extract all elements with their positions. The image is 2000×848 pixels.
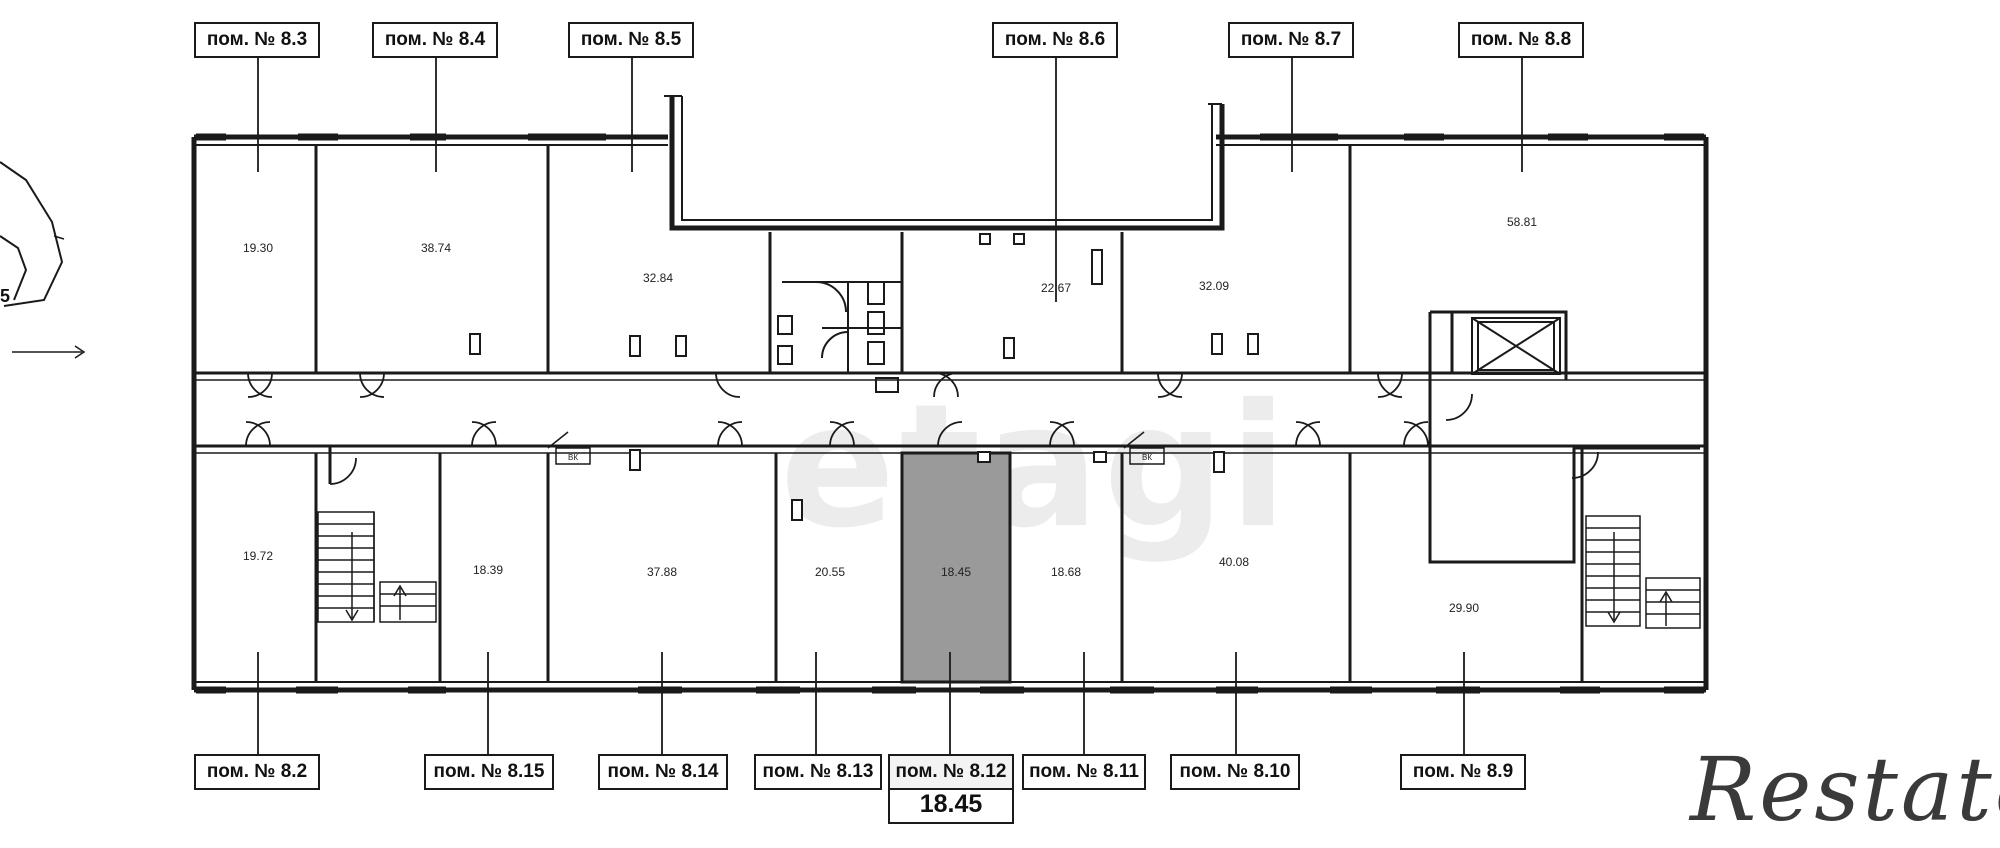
room-label-8-2[interactable]: пом. № 8.2 [194, 754, 320, 790]
room-label-8-13[interactable]: пом. № 8.13 [754, 754, 882, 790]
room-area-8-10: 40.08 [1219, 555, 1249, 569]
room-area-8-2: 19.72 [243, 549, 273, 563]
vk-shaft-label: ВК [1142, 453, 1152, 462]
room-label-8-4[interactable]: пом. № 8.4 [372, 22, 498, 58]
key-plan-label: 5 [0, 286, 11, 306]
room-label-8-6[interactable]: пом. № 8.6 [992, 22, 1118, 58]
wc-block [777, 281, 902, 393]
selected-room-8-12 [900, 451, 1012, 684]
room-label-8-8[interactable]: пом. № 8.8 [1458, 22, 1584, 58]
room-area-8-6: 22.67 [1041, 281, 1071, 295]
room-area-8-12: 18.45 [941, 565, 971, 579]
stairs-left [317, 446, 437, 623]
vk-shaft-label: ВК [568, 453, 578, 462]
room-area-8-15: 18.39 [473, 563, 503, 577]
room-area-8-11: 18.68 [1051, 565, 1081, 579]
elevator-shaft [1471, 317, 1561, 375]
room-label-8-14[interactable]: пом. № 8.14 [598, 754, 728, 790]
room-label-8-15[interactable]: пом. № 8.15 [424, 754, 554, 790]
key-plan [0, 161, 86, 359]
room-label-8-11[interactable]: пом. № 8.11 [1022, 754, 1146, 790]
room-area-8-7: 32.09 [1199, 279, 1229, 293]
room-label-8-9[interactable]: пом. № 8.9 [1400, 754, 1526, 790]
stairs-right [1585, 515, 1701, 629]
background-watermark: etagi [780, 368, 1292, 566]
room-area-8-8: 58.81 [1507, 215, 1537, 229]
windows [196, 133, 1704, 694]
brand-watermark: Restate [1690, 738, 2000, 841]
room-label-8-12[interactable]: пом. № 8.12 [888, 754, 1014, 790]
room-area-8-3: 19.30 [243, 241, 273, 255]
room-area-8-5: 32.84 [643, 271, 673, 285]
doors [245, 372, 1599, 485]
room-area-8-9: 29.90 [1449, 601, 1479, 615]
columns [469, 233, 1259, 521]
room-label-8-3[interactable]: пом. № 8.3 [194, 22, 320, 58]
room-area-8-4: 38.74 [421, 241, 451, 255]
vk-shafts [547, 431, 1165, 465]
partitions-top [314, 145, 1700, 564]
room-label-8-10[interactable]: пом. № 8.10 [1170, 754, 1300, 790]
selected-area-value: 18.45 [888, 786, 1014, 824]
room-area-8-14: 37.88 [647, 565, 677, 579]
room-label-8-5[interactable]: пом. № 8.5 [568, 22, 694, 58]
corridor-walls [194, 371, 1706, 454]
leader-lines [257, 58, 1523, 756]
room-area-8-13: 20.55 [815, 565, 845, 579]
room-label-8-7[interactable]: пом. № 8.7 [1228, 22, 1354, 58]
